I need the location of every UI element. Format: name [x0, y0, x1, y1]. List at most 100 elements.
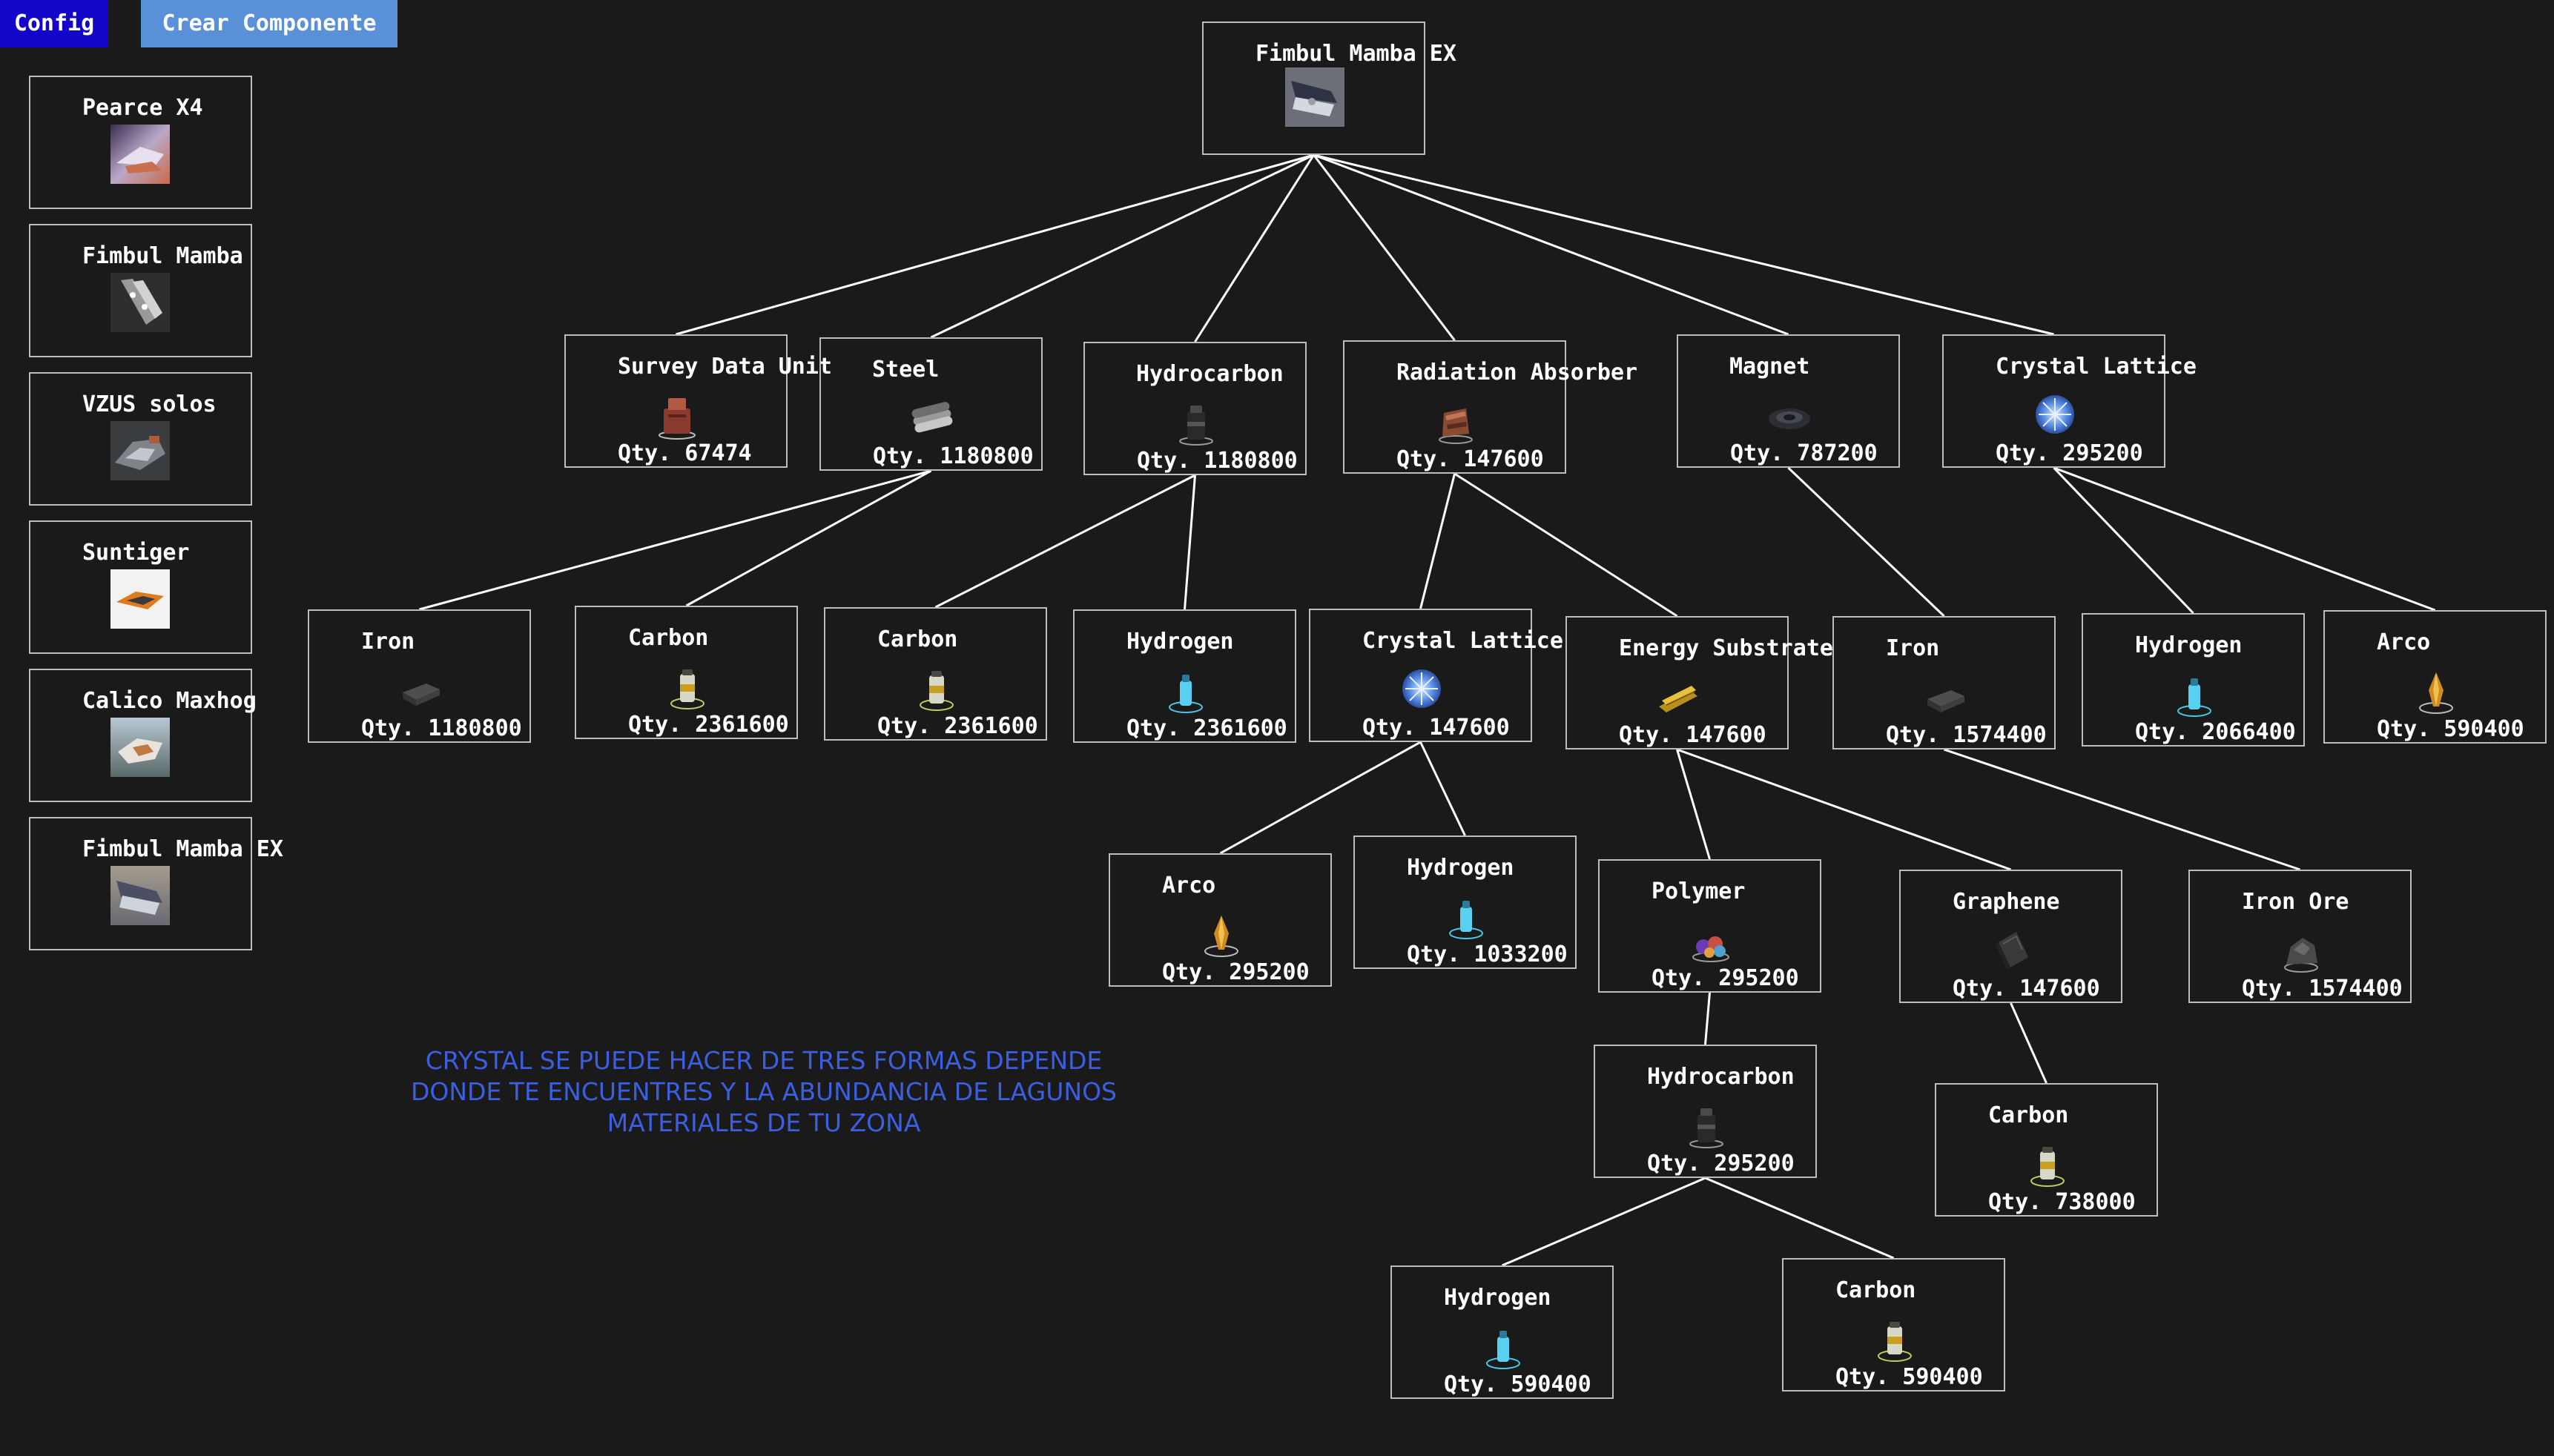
tree-connector-line — [1453, 472, 1678, 618]
iron-ore-icon — [2284, 938, 2318, 973]
tree-connector-line — [1676, 748, 2012, 871]
node-qty: Qty. 295200 — [1162, 959, 1310, 985]
config-button[interactable]: Config — [0, 0, 108, 47]
tree-node-iron-ore[interactable]: Iron Ore Qty. 1574400 — [2188, 870, 2412, 1003]
node-name: Hydrogen — [1444, 1285, 1551, 1311]
hydrogen-icon — [1449, 901, 1483, 939]
tree-connector-line — [930, 153, 1315, 339]
hydrogen-icon — [1486, 1331, 1520, 1369]
carbon-icon — [2030, 1147, 2065, 1187]
tree-node-hydrogen[interactable]: Hydrogen Qty. 2361600 — [1073, 609, 1296, 743]
carbon-icon — [920, 671, 954, 711]
tree-node-root[interactable]: Fimbul Mamba EX — [1202, 21, 1456, 155]
sidebar-item-calico-maxhog[interactable]: Calico Maxhog — [29, 669, 257, 802]
tree-node-arco[interactable]: Arco Qty. 295200 — [1109, 853, 1332, 987]
node-name: Polymer — [1651, 878, 1746, 904]
tree-node-carbon[interactable]: Carbon Qty. 590400 — [1782, 1258, 2005, 1392]
tree-node-iron[interactable]: Iron Qty. 1180800 — [308, 609, 531, 743]
graphene-icon — [1996, 932, 2028, 970]
node-qty: Qty. 1033200 — [1407, 942, 1568, 967]
tree-node-carbon[interactable]: Carbon Qty. 2361600 — [575, 606, 798, 739]
tree-connector-line — [1501, 1177, 1706, 1267]
tree-node-hydrocarbon[interactable]: Hydrocarbon Qty. 295200 — [1594, 1045, 1817, 1178]
node-name: Hydrogen — [1407, 855, 1514, 881]
node-name: Hydrogen — [1126, 629, 1234, 655]
node-name: Hydrogen — [2135, 632, 2243, 658]
polymer-icon — [1692, 936, 1729, 962]
tree-connector-line — [2053, 466, 2194, 615]
node-qty: Qty. 67474 — [618, 440, 752, 466]
tree-node-survey-data-unit[interactable]: Survey Data Unit Qty. 67474 — [564, 334, 832, 468]
sidebar-item-label: Pearce X4 — [82, 95, 203, 121]
node-qty: Qty. 1180800 — [1137, 448, 1298, 474]
node-qty: Qty. 2361600 — [877, 713, 1038, 739]
node-name: Steel — [872, 357, 940, 383]
tree-connector-line — [1419, 473, 1456, 609]
tree-node-graphene[interactable]: Graphene Qty. 147600 — [1899, 870, 2122, 1003]
tree-connector-line — [419, 469, 931, 611]
sidebar-item-label: Suntiger — [82, 540, 190, 566]
tree-node-hydrogen[interactable]: Hydrogen Qty. 2066400 — [2082, 613, 2305, 747]
tree-node-energy-substrate[interactable]: Energy Substrate Qty. 147600 — [1565, 616, 1833, 749]
tree-node-arco[interactable]: Arco Qty. 590400 — [2323, 610, 2547, 744]
tree-node-crystal-lattice[interactable]: Crystal Lattice Qty. 147600 — [1309, 609, 1563, 742]
node-name: Iron — [1886, 635, 1940, 661]
sidebar-item-suntiger[interactable]: Suntiger — [29, 520, 252, 654]
tree-connector-line — [1194, 154, 1315, 343]
node-name: Carbon — [1988, 1102, 2069, 1128]
node-name: Carbon — [1835, 1277, 1916, 1303]
sidebar-item-fimbul-mamba[interactable]: Fimbul Mamba — [29, 224, 252, 357]
tree-connector-line — [1219, 741, 1422, 855]
arco-icon — [2419, 672, 2453, 714]
tree-connector-line — [1419, 741, 1466, 836]
arco-icon — [1204, 916, 1238, 957]
node-qty: Qty. 2361600 — [628, 712, 789, 738]
sidebar-item-label: VZUS solos — [82, 391, 217, 417]
tree-node-carbon[interactable]: Carbon Qty. 738000 — [1935, 1083, 2158, 1217]
node-name: Hydrocarbon — [1136, 361, 1284, 387]
node-qty: Qty. 590400 — [2377, 716, 2524, 742]
tree-connector-line — [1676, 749, 1711, 860]
node-qty: Qty. 590400 — [1444, 1371, 1591, 1397]
steel-icon — [911, 402, 953, 433]
tree-node-hydrogen[interactable]: Hydrogen Qty. 590400 — [1390, 1265, 1614, 1399]
tree-node-steel[interactable]: Steel Qty. 1180800 — [819, 337, 1043, 471]
data-unit-icon — [659, 398, 696, 440]
node-name: Fimbul Mamba EX — [1255, 41, 1456, 67]
tree-node-iron[interactable]: Iron Qty. 1574400 — [1832, 616, 2056, 749]
node-name: Iron Ore — [2242, 889, 2349, 915]
tree-node-crystal-lattice[interactable]: Crystal Lattice Qty. 295200 — [1942, 334, 2197, 468]
sidebar-item-label: Fimbul Mamba EX — [82, 836, 283, 862]
crystal-lattice-icon — [1402, 669, 1441, 708]
node-name: Magnet — [1729, 354, 1810, 380]
hydrogen-icon — [2177, 678, 2211, 717]
tree-node-hydrogen[interactable]: Hydrogen Qty. 1033200 — [1353, 835, 1577, 969]
sidebar-item-pearce-x4[interactable]: Pearce X4 — [29, 76, 252, 209]
tree-node-carbon[interactable]: Carbon Qty. 2361600 — [824, 607, 1047, 741]
tree-connector-line — [2053, 466, 2436, 612]
hydrocarbon-icon — [1689, 1108, 1723, 1148]
node-qty: Qty. 147600 — [1362, 715, 1510, 741]
tree-node-polymer[interactable]: Polymer Qty. 295200 — [1598, 859, 1821, 993]
ship-thumbnail-icon — [110, 125, 170, 184]
ship-icon — [1285, 67, 1344, 127]
sidebar-item-vzus-solos[interactable]: VZUS solos — [29, 372, 252, 506]
create-component-button[interactable]: Crear Componente — [141, 0, 397, 47]
magnet-icon — [1769, 408, 1810, 429]
node-name: Hydrocarbon — [1647, 1064, 1795, 1090]
tree-node-radiation-absorber[interactable]: Radiation Absorber Qty. 147600 — [1343, 340, 1637, 474]
ship-thumbnail-icon — [110, 569, 170, 629]
tree-connector-line — [1704, 992, 1711, 1045]
tree-connector-line — [1313, 154, 1456, 341]
tree-connector-line — [934, 474, 1196, 609]
tree-node-hydrocarbon[interactable]: Hydrocarbon Qty. 1180800 — [1083, 342, 1307, 475]
tree-connector-line — [1184, 474, 1196, 610]
node-name: Graphene — [1953, 889, 2060, 915]
node-name: Carbon — [877, 626, 958, 652]
sidebar-item-fimbul-mamba-ex[interactable]: Fimbul Mamba EX — [29, 817, 283, 950]
sidebar-item-label: Calico Maxhog — [82, 688, 257, 714]
tree-node-magnet[interactable]: Magnet Qty. 787200 — [1677, 334, 1900, 468]
node-name: Energy Substrate — [1619, 635, 1833, 661]
node-qty: Qty. 787200 — [1730, 440, 1878, 466]
node-qty: Qty. 1574400 — [1886, 722, 2047, 748]
